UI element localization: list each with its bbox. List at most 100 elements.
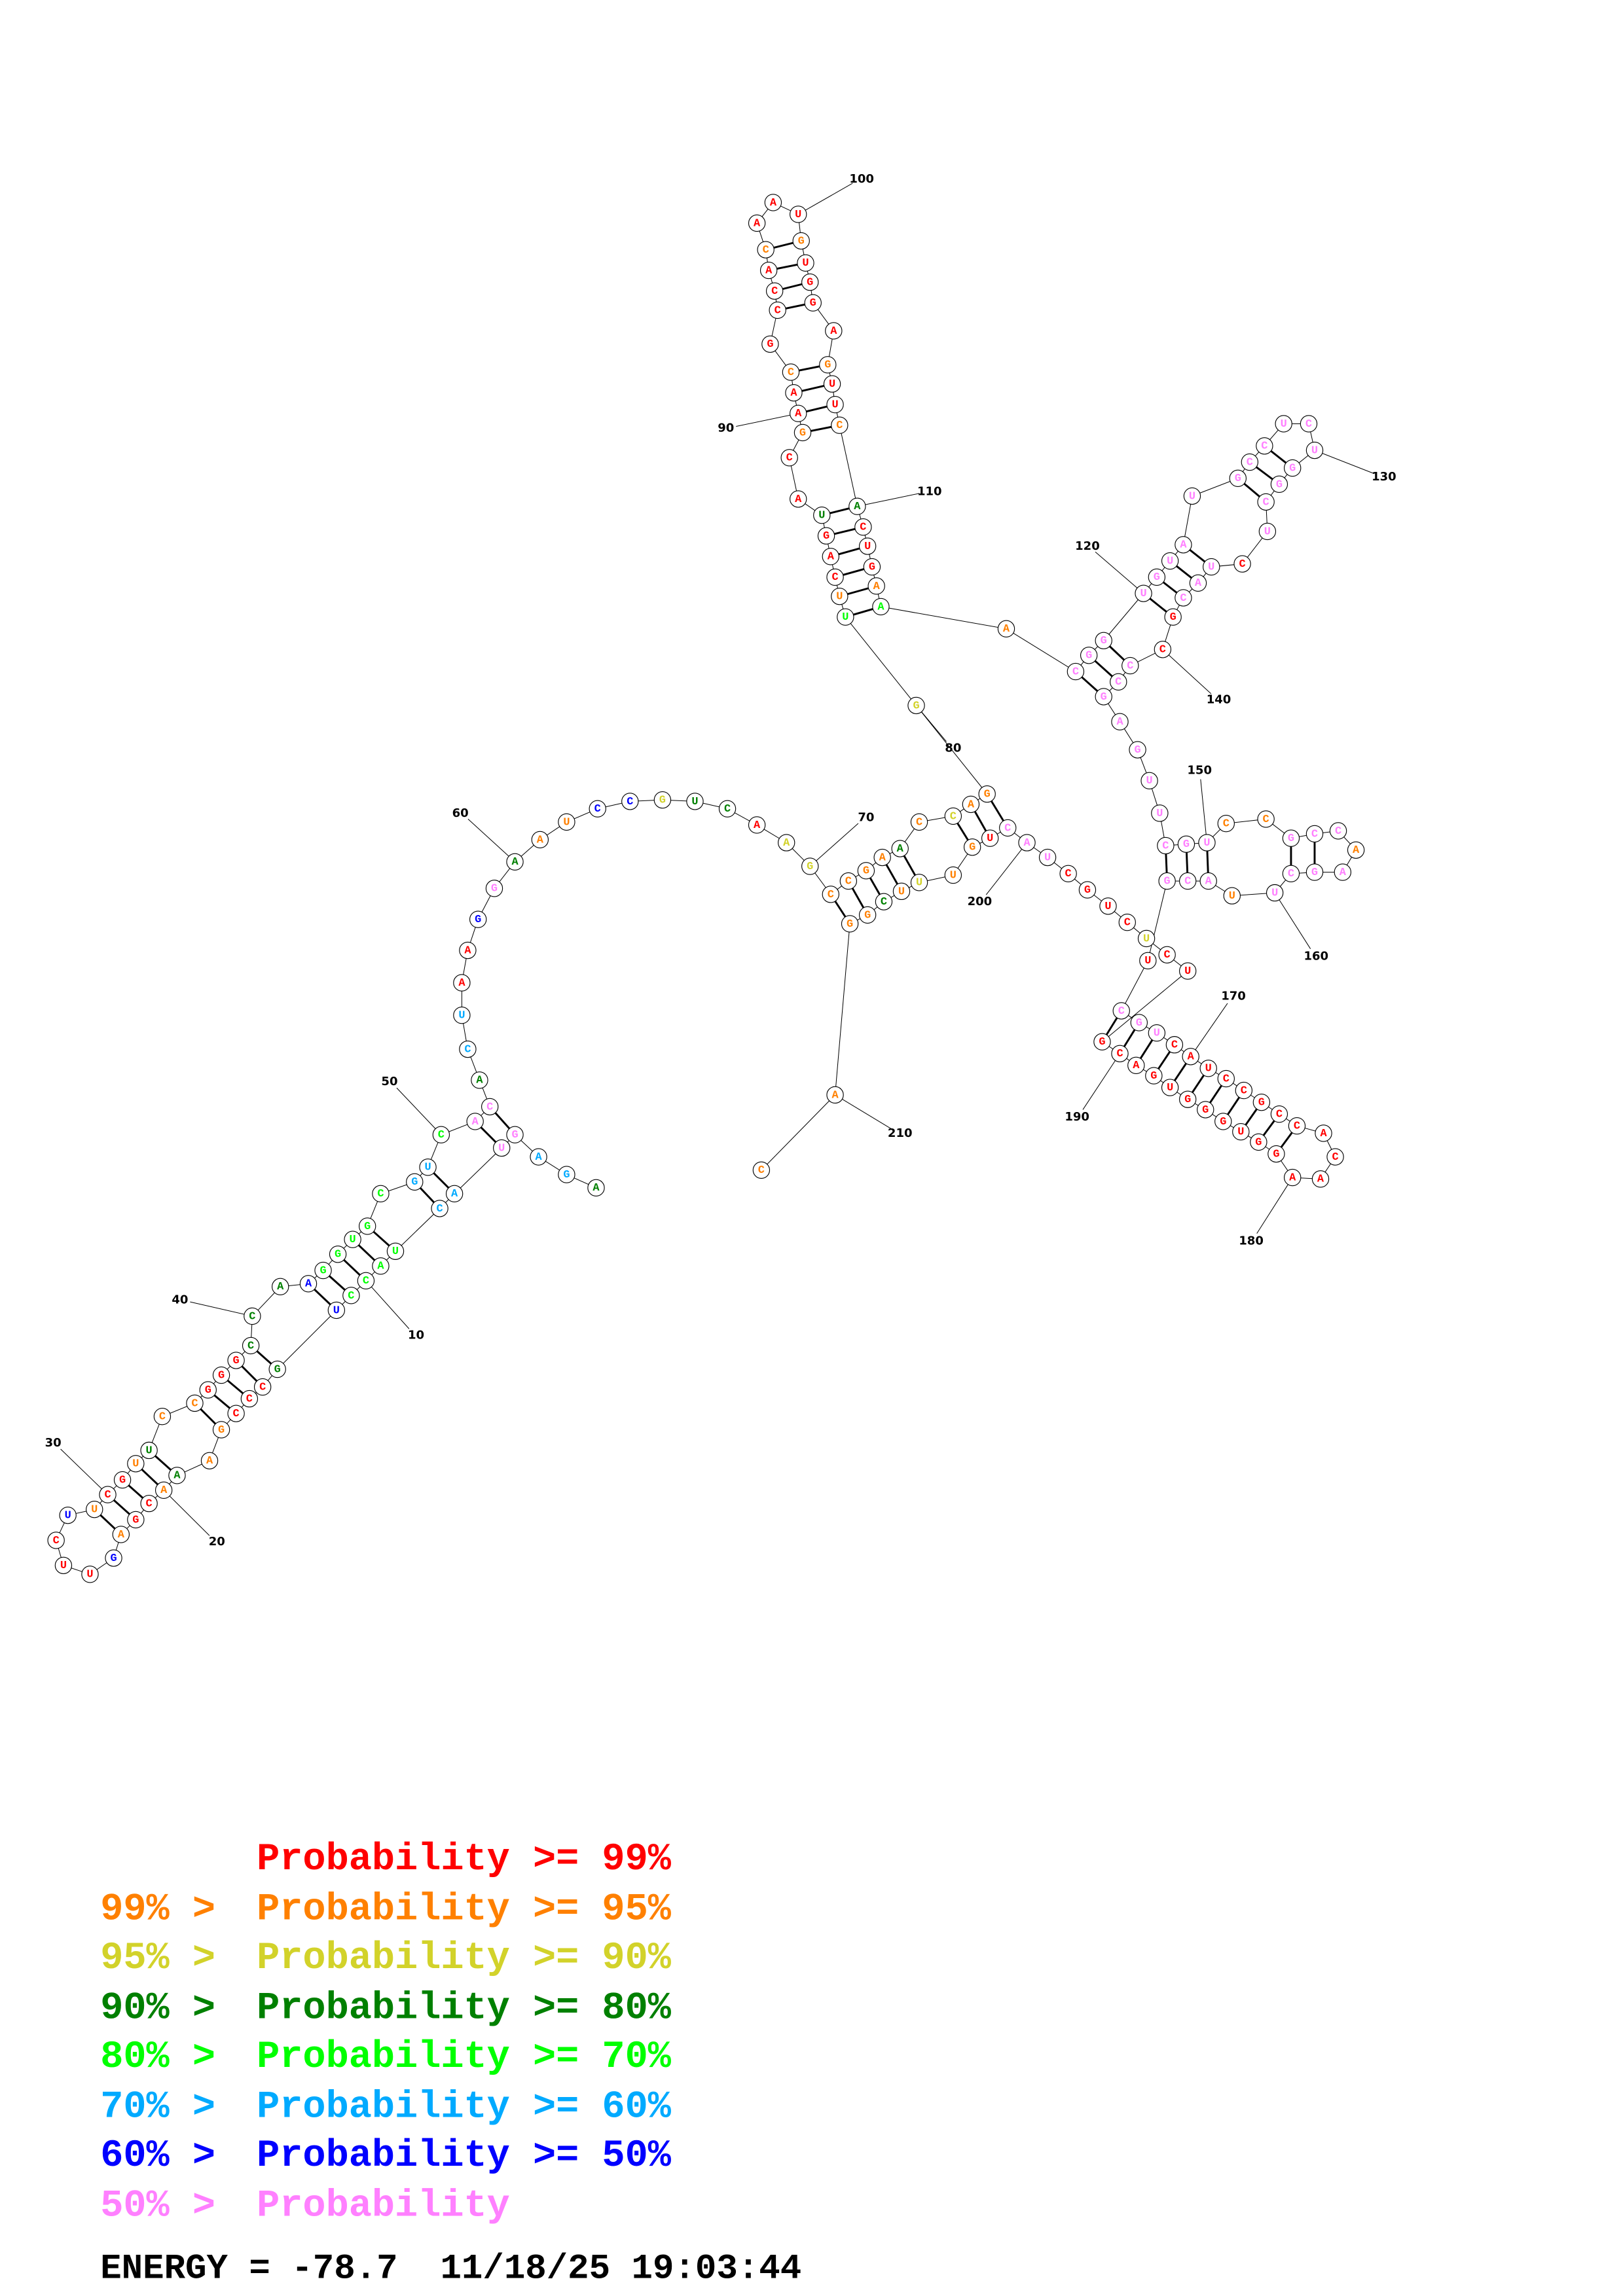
nucleotide: C: [621, 793, 639, 810]
nucleotide-circle: [1257, 493, 1275, 511]
nucleotide: U: [1223, 887, 1241, 905]
nucleotide: C: [357, 1272, 375, 1290]
nucleotide: C: [1217, 1069, 1235, 1088]
nucleotide-circle: [963, 838, 981, 856]
nucleotide-letter: C: [246, 1393, 253, 1406]
nucleotide-letter: C: [104, 1489, 111, 1501]
nucleotide: C: [718, 800, 737, 817]
nucleotide: C: [1111, 1045, 1129, 1062]
nucleotide-letter: U: [91, 1504, 98, 1516]
nucleotide-circle: [910, 813, 928, 831]
nucleotide-circle: [718, 800, 737, 817]
nucleotide-circle: [813, 507, 831, 524]
legend-prefix: 70% >: [100, 2085, 215, 2129]
nucleotide: U: [1178, 962, 1197, 980]
backbone-segment: [1006, 628, 1076, 672]
nucleotide: C: [431, 1200, 448, 1217]
nucleotide-circle: [825, 322, 843, 340]
backbone-lines: [56, 202, 1357, 1575]
nucleotide-circle: [244, 1307, 261, 1325]
nucleotide-circle: [1175, 536, 1192, 554]
nucleotide-letter: G: [1085, 650, 1092, 662]
nucleotide: C: [1110, 673, 1127, 691]
nucleotide-letter: U: [916, 877, 922, 889]
nucleotide: G: [761, 335, 779, 353]
nucleotide: G: [978, 785, 996, 803]
nucleotide-letter: G: [1276, 478, 1283, 491]
nucleotide: C: [1178, 872, 1197, 890]
nucleotide: C: [1112, 1002, 1130, 1020]
nucleotide-circle: [558, 1166, 575, 1183]
nucleotide-circle: [1130, 1014, 1148, 1031]
nucleotide-letter: U: [795, 209, 801, 221]
nucleotide-letter: U: [498, 1142, 505, 1155]
nucleotide-circle: [81, 1566, 99, 1583]
nucleotide-circle: [1326, 1148, 1344, 1166]
nucleotide-letter: A: [377, 1261, 384, 1273]
nucleotide: C: [1118, 914, 1136, 931]
nucleotide-letter: U: [86, 1569, 93, 1581]
nucleotide-circle: [1154, 641, 1172, 658]
nucleotide-letter: G: [1184, 1094, 1191, 1106]
legend-prefix: 80% >: [100, 2035, 215, 2079]
nucleotide-circle: [1311, 1170, 1330, 1188]
nucleotide-letter: G: [319, 1265, 326, 1277]
nucleotide-circle: [765, 282, 784, 300]
nucleotide-circle: [54, 1556, 73, 1574]
nucleotide-circle: [1300, 415, 1318, 433]
nucleotide-letter: A: [160, 1484, 168, 1497]
position-label-line: [1256, 1177, 1293, 1234]
nucleotide-circle: [140, 1494, 158, 1513]
nucleotide: G: [268, 1360, 286, 1378]
position-label: 130: [1372, 470, 1396, 484]
nucleotide-letter: U: [1156, 808, 1163, 820]
nucleotide: G: [1093, 1033, 1111, 1050]
nucleotide-letter: U: [424, 1162, 431, 1174]
nucleotide: C: [240, 1390, 259, 1408]
nucleotide-circle: [997, 620, 1015, 637]
nucleotide-letter: C: [627, 796, 633, 808]
position-label: 10: [408, 1329, 424, 1342]
nucleotide-letter: C: [1276, 1109, 1283, 1121]
nucleotide-circle: [1095, 688, 1112, 706]
nucleotide-letter: C: [1263, 496, 1269, 509]
nucleotide-letter: U: [1229, 890, 1235, 903]
nucleotide-letter: U: [132, 1458, 139, 1471]
nucleotide-circle: [1093, 1033, 1111, 1050]
position-label: 140: [1207, 692, 1231, 706]
nucleotide: G: [1178, 1090, 1197, 1108]
nucleotide-circle: [372, 1185, 390, 1203]
nucleotide-circle: [1266, 884, 1284, 902]
nucleotide-letter: C: [950, 810, 957, 823]
nucleotide-circle: [1182, 1048, 1199, 1066]
nucleotide: U: [892, 882, 911, 901]
nucleotide-letter: C: [191, 1397, 198, 1410]
nucleotide: A: [112, 1526, 130, 1543]
nucleotide-circle: [1140, 772, 1158, 790]
nucleotide-circle: [1282, 865, 1300, 883]
nucleotide-letter: C: [594, 803, 601, 816]
nucleotide: A: [891, 840, 909, 857]
nucleotide-circle: [453, 974, 471, 992]
nucleotide-letter: C: [1332, 1151, 1338, 1164]
position-label: 20: [209, 1535, 225, 1549]
nucleotide-circle: [978, 785, 996, 803]
nucleotide: U: [1161, 552, 1179, 570]
nucleotide-letter: A: [795, 408, 802, 420]
nucleotide: G: [1214, 1113, 1232, 1130]
nucleotide: C: [244, 1307, 261, 1325]
nucleotide-circle: [1095, 632, 1112, 649]
nucleotide-circle: [1080, 647, 1098, 664]
nucleotide-letter: G: [1150, 1070, 1157, 1083]
nucleotide-letter: G: [1258, 1097, 1265, 1109]
nucleotide-letter: A: [1353, 844, 1360, 857]
nucleotide-letter: C: [1335, 825, 1341, 838]
nucleotide-letter: U: [898, 886, 905, 898]
nucleotide: C: [140, 1494, 158, 1513]
nucleotide-letter: A: [831, 1089, 839, 1102]
nucleotide-letter: C: [1223, 1073, 1230, 1085]
nucleotide-circle: [459, 941, 477, 960]
position-label-line: [1314, 450, 1375, 475]
nucleotide-letter: G: [511, 1129, 518, 1141]
nucleotide-circle: [826, 568, 844, 586]
